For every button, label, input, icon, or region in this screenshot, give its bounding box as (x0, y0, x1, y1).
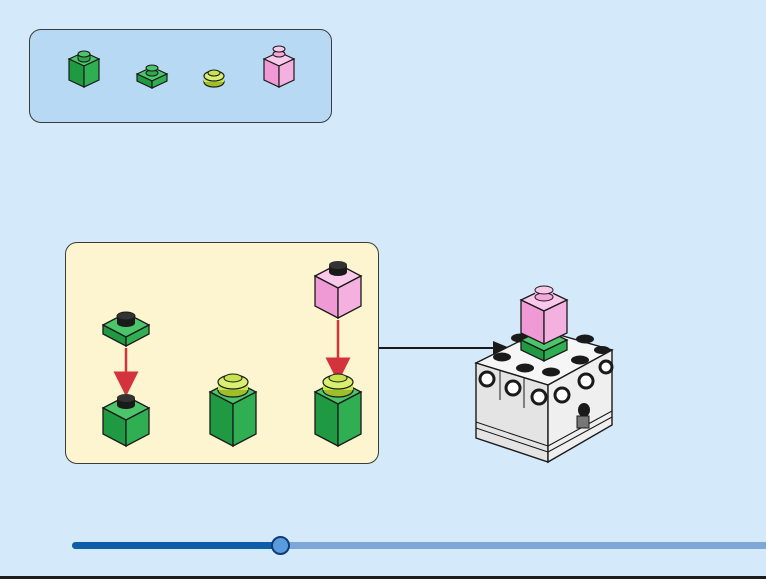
sub-step-2-assembly (210, 374, 256, 446)
sub-step-3-pink-brick (315, 261, 361, 318)
sub-step-1-green-brick (103, 394, 149, 446)
progress-track[interactable] (72, 542, 766, 549)
sub-step-1-green-plate (103, 312, 149, 346)
green-plate-1x1-icon (137, 65, 167, 88)
lime-round-plate-icon (204, 70, 224, 87)
model-pink-brick (521, 286, 567, 344)
green-brick-1x1-icon (69, 51, 99, 87)
progress-handle[interactable] (271, 536, 290, 555)
progress-fill (72, 542, 280, 549)
sub-step-3-assembly (315, 374, 361, 446)
pink-brick-1x1-icon (264, 46, 294, 87)
